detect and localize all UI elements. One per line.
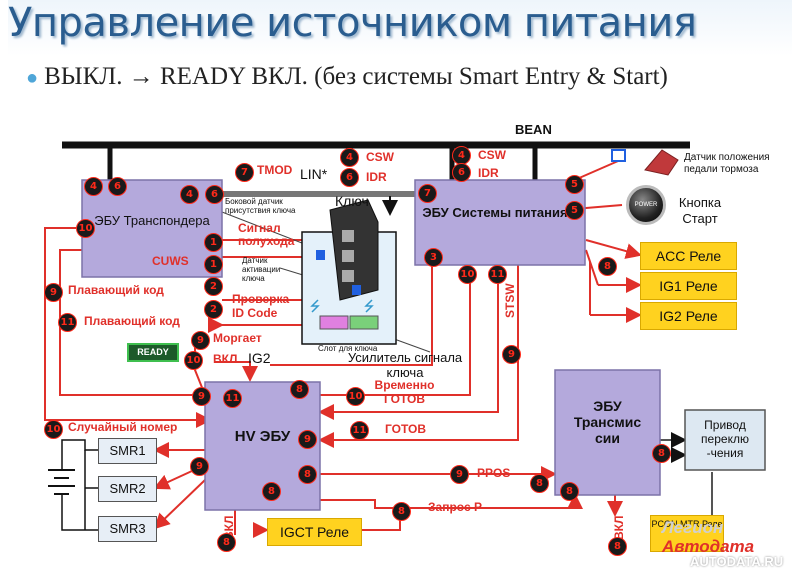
marker-8-i: 8: [217, 533, 236, 552]
power-ecu-box: [414, 179, 586, 266]
ready-indicator-badge: READY: [127, 343, 179, 362]
tmod-label: TMOD: [257, 163, 293, 177]
marker-9-c: 9: [191, 331, 210, 350]
marker-6-c: 6: [340, 168, 359, 187]
brake-pedal-icon: [644, 149, 679, 176]
marker-11-b: 11: [58, 313, 77, 332]
marker-11-a: 11: [488, 265, 507, 284]
marker-9-b: 9: [44, 283, 63, 302]
bullet-dot-icon: ●: [26, 67, 39, 89]
marker-1-a: 1: [204, 233, 223, 252]
marker-11-c: 11: [223, 389, 242, 408]
hv-ecu-label: HV ЭБУ: [234, 428, 291, 445]
smr2-box: SMR2: [98, 476, 157, 502]
marker-8-d: 8: [530, 474, 549, 493]
cuws-label: CUWS: [152, 254, 189, 268]
marker-8-h: 8: [652, 444, 671, 463]
trans-ecu-box: [554, 369, 661, 496]
marker-4-d: 4: [452, 146, 471, 165]
brake-switch-icon: [611, 149, 626, 162]
side-sensor-label: Боковой датчик присутствия ключа: [225, 197, 296, 215]
watermark-line3: AUTODATA.RU: [690, 554, 784, 569]
marker-8-b: 8: [290, 380, 309, 399]
start-button-label: Кнопка Старт: [678, 195, 722, 226]
csw-top-label: CSW: [366, 150, 394, 164]
marker-7-a: 7: [235, 163, 254, 182]
power-ecu-label: ЭБУ Системы питания: [422, 205, 568, 220]
float-code-2-label: Плавающий код: [84, 314, 180, 328]
marker-6-a: 6: [108, 177, 127, 196]
blinks-label: Моргает: [213, 331, 262, 345]
marker-5-b: 5: [565, 201, 584, 220]
marker-8-e: 8: [262, 482, 281, 501]
bullet-label: ВЫКЛ. → READY ВКЛ. (без системы Smart En…: [44, 63, 668, 90]
bullet-text: ●ВЫКЛ. → READY ВКЛ. (без системы Smart E…: [26, 62, 766, 93]
bean-label: BEAN: [515, 122, 552, 137]
transponder-ecu-label: ЭБУ Транспондера: [94, 213, 210, 228]
watermark-line2: Автодата: [662, 537, 755, 556]
ig2-relay: IG2 Реле: [640, 302, 737, 330]
marker-8-f: 8: [560, 482, 579, 501]
marker-9-f: 9: [190, 457, 209, 476]
marker-6-b: 6: [205, 185, 224, 204]
marker-10-c: 10: [184, 351, 203, 370]
marker-8-a: 8: [598, 257, 617, 276]
idr-power-label: IDR: [478, 166, 499, 180]
marker-4-c: 4: [340, 148, 359, 167]
power-button-icon: POWER: [626, 185, 666, 225]
marker-8-c: 8: [298, 465, 317, 484]
key-activated-sensor-label: Датчик активации ключа: [242, 256, 281, 283]
ready-label: ГОТОВ: [385, 422, 427, 436]
acc-relay: ACC Реле: [640, 242, 737, 270]
marker-11-d: 11: [350, 421, 369, 440]
marker-4-a: 4: [84, 177, 103, 196]
ppos-label: PPOS: [477, 466, 511, 480]
marker-1-b: 1: [204, 255, 223, 274]
idr-top-label: IDR: [366, 170, 387, 184]
marker-10-d: 10: [346, 387, 365, 406]
marker-10-a: 10: [458, 265, 477, 284]
brake-sensor-label: Датчик положения педали тормоза: [684, 152, 770, 175]
marker-10-b: 10: [76, 219, 95, 238]
watermark-line1: Легион: [662, 518, 724, 537]
igct-relay: IGCT Реле: [267, 518, 362, 546]
pcon-mtr-relay: PCON MTR Реле: [650, 515, 724, 552]
shift-actuator-label: Привод переклю -чения: [701, 418, 749, 460]
marker-4-b: 4: [180, 185, 199, 204]
key-slot-label: Слот для ключа: [318, 344, 378, 353]
marker-2-b: 2: [204, 300, 223, 319]
marker-5-a: 5: [565, 175, 584, 194]
key-label: Ключ: [335, 193, 369, 209]
amplifier-label: Усилитель сигнала ключа: [347, 350, 463, 380]
on-label: ВКЛ.: [213, 352, 241, 366]
page-title: Управление источником питания: [8, 0, 792, 56]
marker-9-e: 9: [298, 430, 317, 449]
shift-actuator-box: [684, 409, 766, 471]
marker-9-a: 9: [502, 345, 521, 364]
ig2-signal-label: IG2: [248, 350, 271, 366]
ig1-relay: IG1 Реле: [640, 272, 737, 300]
marker-6-d: 6: [452, 163, 471, 182]
id-check-label: Проверка ID Code: [232, 292, 290, 320]
marker-3: 3: [424, 248, 443, 267]
stsw-label: STSW: [503, 283, 517, 318]
marker-9-g: 9: [450, 465, 469, 484]
trans-ecu-label: ЭБУ Трансмис сии: [573, 398, 642, 446]
float-code-1-label: Плавающий код: [68, 283, 164, 297]
csw-power-label: CSW: [478, 148, 506, 162]
marker-10-e: 10: [44, 420, 63, 439]
marker-8-j: 8: [608, 537, 627, 556]
marker-7-b: 7: [418, 184, 437, 203]
lin-label: LIN*: [300, 166, 328, 182]
request-p-label: Запрос P: [428, 500, 482, 514]
half-turn-signal-label: Сигнал полухода: [238, 221, 295, 248]
random-number-label: Случайный номер: [68, 420, 178, 434]
smr1-box: SMR1: [98, 438, 157, 464]
temp-ready-label: Временно ГОТОВ: [374, 378, 435, 406]
smr3-box: SMR3: [98, 516, 157, 542]
marker-2-a: 2: [204, 277, 223, 296]
marker-8-g: 8: [392, 502, 411, 521]
marker-9-d: 9: [192, 387, 211, 406]
